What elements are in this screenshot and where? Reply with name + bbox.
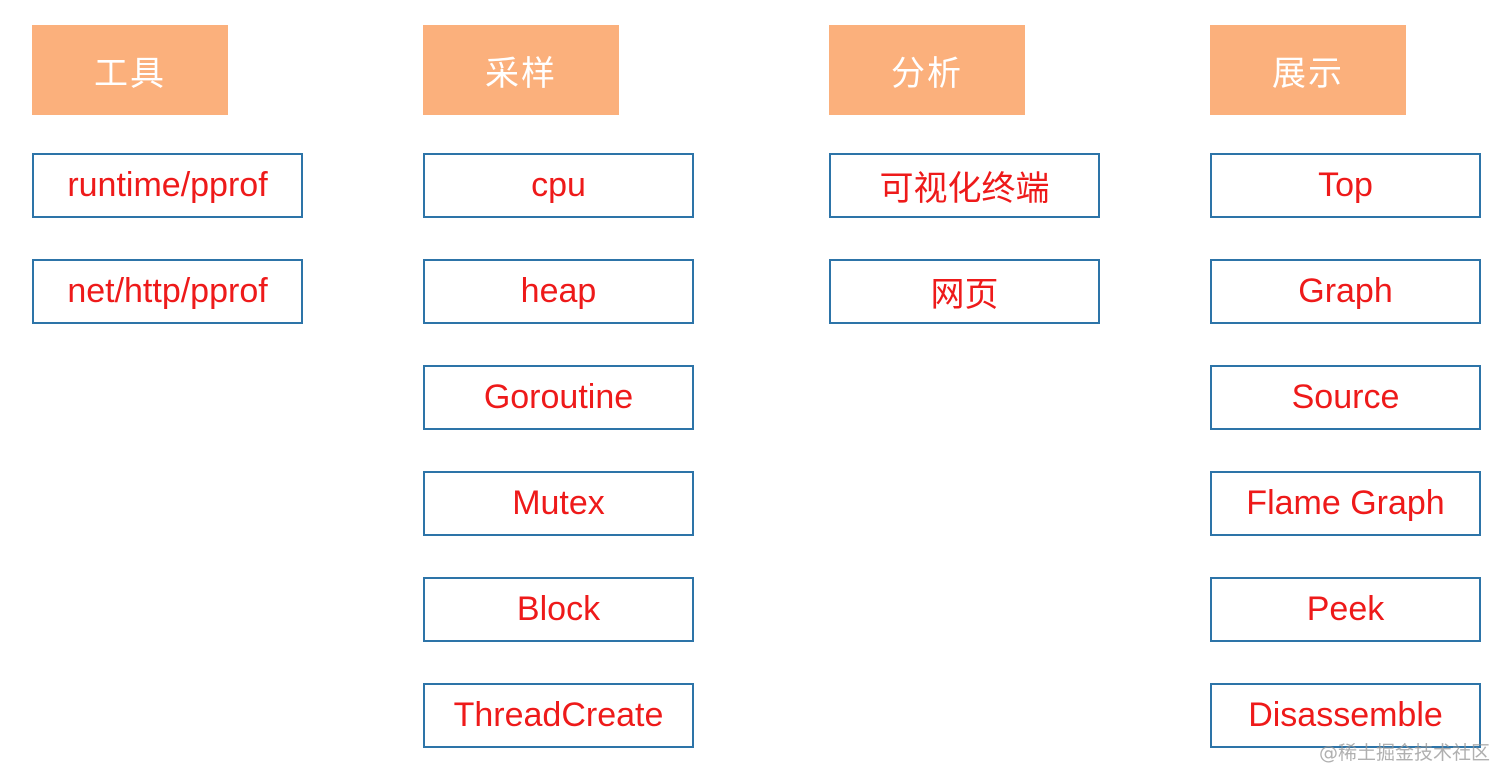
- analysis-item: 网页: [829, 259, 1100, 324]
- display-item: Top: [1210, 153, 1481, 218]
- display-item-label: Graph: [1298, 272, 1393, 310]
- sampling-item: cpu: [423, 153, 694, 218]
- display-item-label: Peek: [1306, 590, 1385, 628]
- watermark: @稀土掘金技术社区: [1318, 742, 1490, 764]
- display-item: Graph: [1210, 259, 1481, 324]
- column-header-label: 分析: [891, 53, 963, 94]
- sampling-item: ThreadCreate: [423, 683, 694, 748]
- analysis-item-label: 网页: [930, 275, 999, 315]
- tool-item: net/http/pprof: [32, 259, 303, 324]
- sampling-item-label: ThreadCreate: [453, 696, 664, 734]
- sampling-item: Goroutine: [423, 365, 694, 430]
- display-item: Disassemble: [1210, 683, 1481, 748]
- sampling-item-label: Block: [516, 590, 601, 628]
- display-item-label: Flame Graph: [1246, 484, 1445, 522]
- display-item: Peek: [1210, 577, 1481, 642]
- sampling-item: Block: [423, 577, 694, 642]
- sampling-item-label: Goroutine: [483, 378, 634, 416]
- tool-item-label: net/http/pprof: [67, 272, 268, 310]
- display-item-label: Disassemble: [1248, 696, 1443, 734]
- column-header-label: 工具: [94, 53, 166, 94]
- sampling-item-label: heap: [520, 272, 597, 310]
- sampling-item: Mutex: [423, 471, 694, 536]
- sampling-item-label: cpu: [531, 166, 586, 204]
- column-header-sampling: 采样: [423, 25, 619, 115]
- column-header-display: 展示: [1210, 25, 1406, 115]
- display-item: Flame Graph: [1210, 471, 1481, 536]
- display-item-label: Top: [1318, 166, 1373, 204]
- display-item: Source: [1210, 365, 1481, 430]
- sampling-item-label: Mutex: [512, 484, 605, 522]
- column-header-tools: 工具: [32, 25, 228, 115]
- analysis-item: 可视化终端: [829, 153, 1100, 218]
- tool-item-label: runtime/pprof: [67, 166, 268, 204]
- sampling-item: heap: [423, 259, 694, 324]
- tool-item: runtime/pprof: [32, 153, 303, 218]
- column-header-label: 采样: [485, 53, 557, 94]
- column-header-label: 展示: [1272, 53, 1344, 94]
- display-item-label: Source: [1291, 378, 1400, 416]
- analysis-item-label: 可视化终端: [879, 169, 1050, 209]
- column-header-analysis: 分析: [829, 25, 1025, 115]
